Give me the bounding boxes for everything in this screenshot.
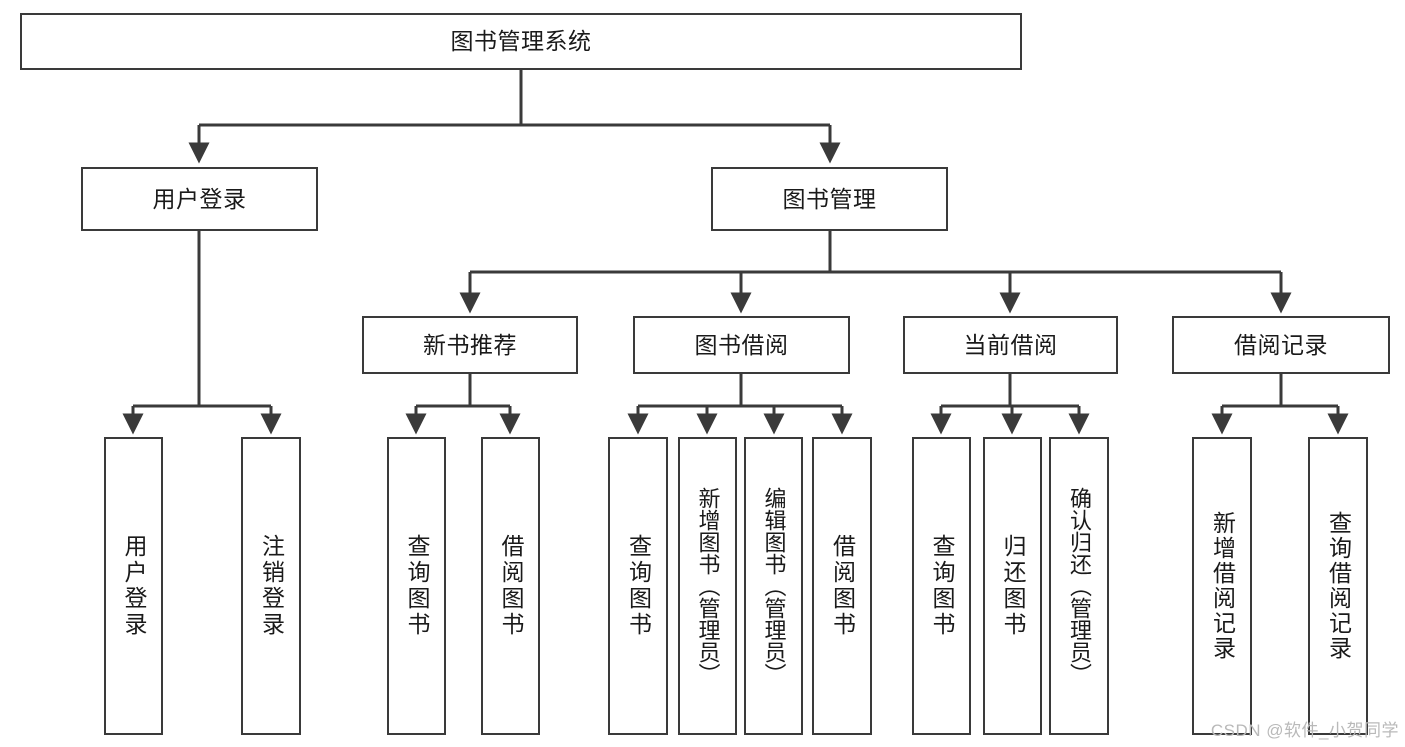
leaf-label: 查询图书 [929, 534, 955, 638]
node-label: 借阅记录 [1234, 331, 1328, 358]
node-label: 图书管理系统 [450, 28, 592, 55]
node-book-management-system[interactable]: 图书管理系统 [20, 13, 1022, 70]
leaf-node-query-book-recommend[interactable]: 查询图书 [387, 437, 446, 735]
leaf-label: 确认归还（管理员） [1067, 487, 1092, 685]
leaf-label: 注销登录 [258, 534, 285, 638]
leaf-label: 查询图书 [625, 534, 652, 638]
leaf-node-add-borrow-record[interactable]: 新增借阅记录 [1192, 437, 1252, 735]
leaf-label: 查询借阅记录 [1325, 511, 1352, 661]
leaf-label: 借阅图书 [498, 534, 524, 638]
leaf-label: 新增图书（管理员） [695, 487, 721, 685]
node-book-borrow[interactable]: 图书借阅 [633, 316, 850, 374]
leaf-label: 编辑图书（管理员） [761, 487, 787, 685]
leaf-node-borrow-book[interactable]: 借阅图书 [812, 437, 872, 735]
node-borrow-record[interactable]: 借阅记录 [1172, 316, 1390, 374]
leaf-node-return-book[interactable]: 归还图书 [983, 437, 1042, 735]
node-user-login[interactable]: 用户登录 [81, 167, 318, 231]
node-new-book-recommend[interactable]: 新书推荐 [362, 316, 578, 374]
leaf-label: 归还图书 [1000, 534, 1026, 638]
node-label: 新书推荐 [423, 331, 517, 358]
leaf-label: 新增借阅记录 [1209, 511, 1236, 661]
leaf-node-query-borrow-record[interactable]: 查询借阅记录 [1308, 437, 1368, 735]
leaf-label: 查询图书 [404, 534, 430, 638]
leaf-label: 借阅图书 [829, 534, 856, 638]
node-label: 图书管理 [782, 185, 877, 212]
leaf-node-logout[interactable]: 注销登录 [241, 437, 301, 735]
node-label: 当前借阅 [963, 331, 1058, 358]
leaf-label: 用户登录 [121, 534, 147, 638]
node-book-management[interactable]: 图书管理 [711, 167, 948, 231]
node-label: 图书借阅 [694, 331, 789, 358]
leaf-node-borrow-book-recommend[interactable]: 借阅图书 [481, 437, 540, 735]
watermark-text: CSDN @软件_小贺同学 [1210, 721, 1399, 740]
leaf-node-confirm-return-admin[interactable]: 确认归还（管理员） [1049, 437, 1109, 735]
leaf-node-edit-book-admin[interactable]: 编辑图书（管理员） [744, 437, 803, 735]
leaf-node-add-book-admin[interactable]: 新增图书（管理员） [678, 437, 737, 735]
node-current-borrow[interactable]: 当前借阅 [903, 316, 1118, 374]
node-label: 用户登录 [152, 185, 247, 212]
leaf-node-query-book-current[interactable]: 查询图书 [912, 437, 971, 735]
leaf-node-user-login[interactable]: 用户登录 [104, 437, 163, 735]
leaf-node-query-book-borrow[interactable]: 查询图书 [608, 437, 668, 735]
